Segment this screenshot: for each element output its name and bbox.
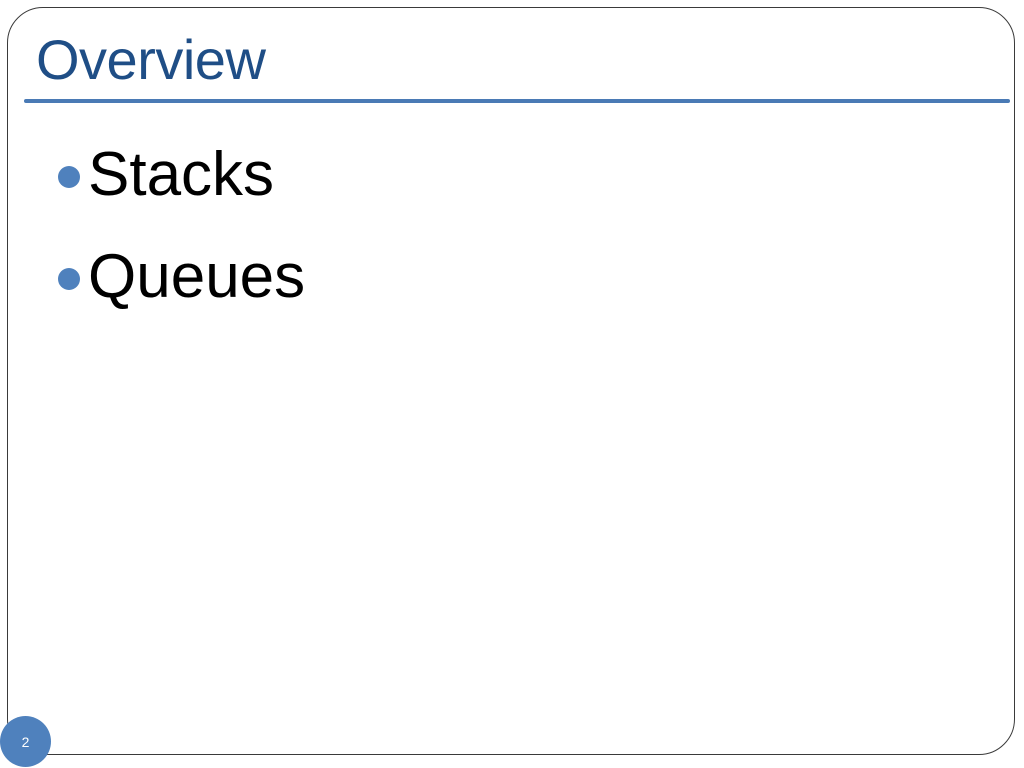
bullet-dot-icon <box>58 268 80 290</box>
slide-title: Overview <box>36 28 266 91</box>
slide-frame <box>7 7 1015 755</box>
bullet-text: Stacks <box>88 140 275 209</box>
bullet-dot-icon <box>58 166 80 188</box>
page-number-badge: 2 <box>0 716 51 767</box>
bullet-list: Stacks Queues <box>58 124 305 328</box>
bullet-item-queues: Queues <box>58 226 305 328</box>
title-underline <box>24 99 1010 103</box>
bullet-item-stacks: Stacks <box>58 124 305 226</box>
bullet-text: Queues <box>88 242 306 311</box>
